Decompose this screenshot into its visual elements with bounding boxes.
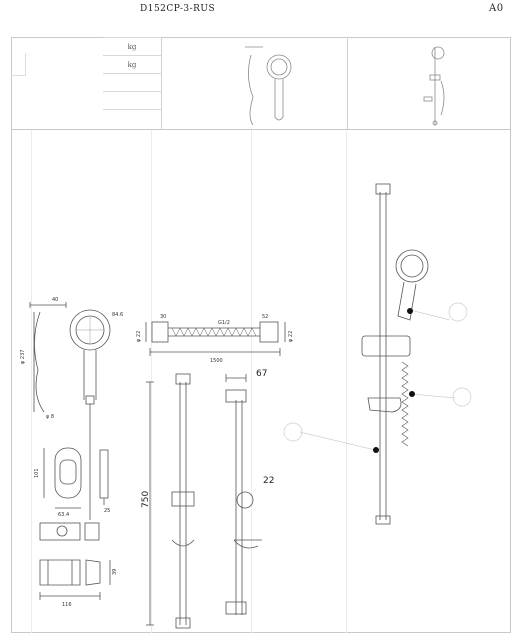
model-number: D152CP-3-RUS [140,4,216,14]
wall-holder-front-view [43,447,82,509]
slide-bracket-front-view [39,559,111,600]
dim-bracket-height: 39 [112,569,118,575]
dim-bracket-width: 116 [62,602,72,608]
dim-hose-mid: 52 [262,314,268,320]
grid-line [31,130,32,633]
wall-holder-side-view [99,449,109,505]
dim-holder-depth: 25 [104,508,110,514]
grid-line [346,130,347,633]
revision-label: A0 [489,3,504,14]
dim-hose-end-left: φ 22 [136,331,142,342]
hand-shower-thumb-icon [245,46,292,126]
spec-table: kg kg [11,37,511,130]
grid-line [251,130,252,633]
dim-holder-width: 63.4 [58,512,69,518]
slide-bar-side-view [225,374,262,615]
dim-bar-top: 67 [256,369,267,379]
spec-row-4 [103,91,161,110]
dim-bar-length: 750 [141,491,151,508]
grid-line [151,130,152,633]
spec-table-left-column: kg kg [11,37,162,129]
dim-hose-end-right: φ 22 [288,331,294,342]
spec-row-weight-1: kg [103,37,161,56]
dim-handshower-width: 40 [52,297,58,303]
dim-handshower-bottom: φ 8 [46,414,54,420]
dim-handshower-length: φ 237 [20,350,26,364]
drawing-frame [11,37,511,633]
assembly-view [361,183,429,525]
dim-bar-diam: 22 [263,476,274,486]
spec-row-3 [103,73,161,92]
spec-row-5 [103,109,161,128]
spec-row-weight-2: kg [103,55,161,74]
dim-hose-nut: G1/2 [218,320,230,326]
slide-bracket-top-view [39,522,100,541]
slide-bar-front-view [146,373,195,629]
dim-holder-height: 101 [34,468,40,478]
dim-hose-small: 30 [160,314,166,320]
spec-table-side-cell [11,53,26,76]
dim-handshower-head: 84.6 [112,312,123,318]
shower-hose [145,321,286,356]
hand-shower-side-view [34,311,45,413]
drawing-grid-lines [11,130,511,633]
spec-table-middle-column [161,37,348,129]
slide-bar-set-thumb-icon [423,46,445,126]
dim-hose-length: 1500 [210,358,223,364]
